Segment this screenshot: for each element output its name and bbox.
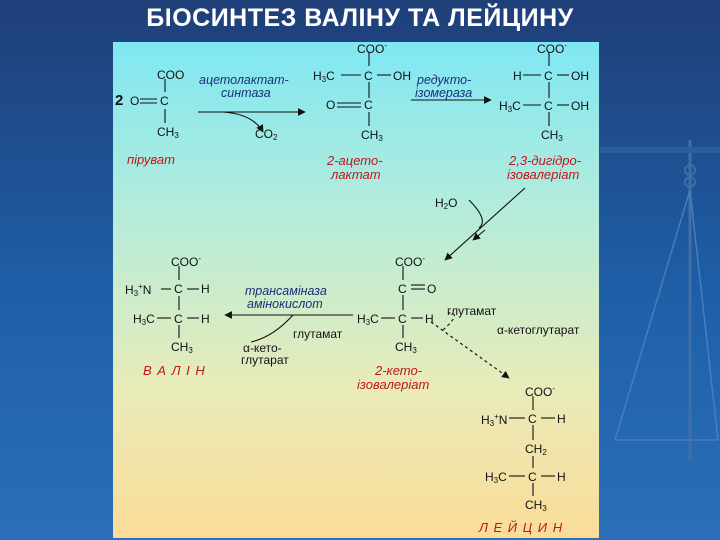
enzyme-reductoisomerase-1: редукто- bbox=[417, 73, 472, 87]
dihydroxy-h3c: H3C bbox=[499, 99, 521, 114]
valine-c1: C bbox=[174, 282, 183, 296]
label-keto-2: ізовалеріат bbox=[357, 377, 430, 392]
co2-label: CO2 bbox=[255, 127, 278, 142]
bond-lines bbox=[140, 52, 569, 496]
dihydroxy-c1: C bbox=[544, 69, 553, 83]
acetolactate-h3c: H3C bbox=[313, 69, 335, 84]
leucine-h3c: H3C bbox=[485, 470, 507, 485]
keto-ch3: CH3 bbox=[395, 340, 417, 355]
dihydroxy-oh1: OH bbox=[571, 69, 589, 83]
valine-h1: H bbox=[201, 282, 210, 296]
keto-h3c: H3C bbox=[357, 312, 379, 327]
stoich-2: 2 bbox=[115, 92, 124, 109]
keto-o: O bbox=[427, 282, 437, 296]
acetolactate-oh: OH bbox=[393, 69, 411, 83]
dihydroxy-coo: COO- bbox=[537, 41, 568, 56]
keto-coo: COO- bbox=[395, 254, 426, 269]
pyruvate-ch3: CH3 bbox=[157, 125, 179, 140]
keto-c1: C bbox=[398, 282, 407, 296]
dihydroxy-ch3: CH3 bbox=[541, 128, 563, 143]
label-dihydroxy-1: 2,3-дигідро- bbox=[509, 153, 582, 168]
leucine-ch3: CH3 bbox=[525, 498, 547, 513]
valine-c2: C bbox=[174, 312, 183, 326]
dihydroxy-oh2: OH bbox=[571, 99, 589, 113]
enzyme-reductoisomerase-2: ізомераза bbox=[415, 86, 473, 100]
acetolactate-coo: COO- bbox=[357, 41, 388, 56]
leucine-h1: H bbox=[557, 412, 566, 426]
leucine-c1: C bbox=[528, 412, 537, 426]
label-dihydroxy-2: ізовалеріат bbox=[507, 167, 580, 182]
valine-coo: COO- bbox=[171, 254, 202, 269]
scale-decoration-icon bbox=[600, 140, 720, 460]
ketoglutarate-leucine: α-кетоглутарат bbox=[497, 323, 580, 337]
leucine-h2: H bbox=[557, 470, 566, 484]
valine-ch3: CH3 bbox=[171, 340, 193, 355]
leucine-c2: C bbox=[528, 470, 537, 484]
leucine-h3n: H3+N bbox=[481, 412, 508, 428]
h2o-label: H2O bbox=[435, 196, 458, 211]
glutamate-valine: глутамат bbox=[293, 327, 343, 341]
label-pyruvate: піруват bbox=[127, 152, 175, 167]
acetolactate-o: O bbox=[326, 98, 336, 112]
pyruvate-coo: COO bbox=[157, 68, 185, 82]
valine-h3n: H3+N bbox=[125, 282, 152, 298]
glutamate-leucine: глутамат bbox=[447, 304, 497, 318]
label-leucine: Л Е Й Ц И Н bbox=[479, 520, 564, 535]
dihydroxy-h: H bbox=[513, 69, 522, 83]
keto-h: H bbox=[425, 312, 434, 326]
label-acetolactate-2: лактат bbox=[331, 167, 381, 182]
ketoglutarate-valine-2: глутарат bbox=[241, 353, 289, 367]
pyruvate-o: O bbox=[130, 94, 140, 108]
enzyme-synthase-line1: ацетолактат- bbox=[199, 73, 289, 87]
label-valine: В А Л І Н bbox=[143, 363, 206, 378]
leucine-ch2: CH2 bbox=[525, 442, 547, 457]
page-title: БІОСИНТЕЗ ВАЛІНУ ТА ЛЕЙЦИНУ bbox=[146, 4, 574, 32]
enzyme-transaminase-2: амінокислот bbox=[247, 297, 323, 311]
enzyme-transaminase-1: трансаміназа bbox=[245, 284, 327, 298]
keto-c2: C bbox=[398, 312, 407, 326]
acetolactate-ch3: CH3 bbox=[361, 128, 383, 143]
acetolactate-c2: C bbox=[364, 98, 373, 112]
valine-h3c: H3C bbox=[133, 312, 155, 327]
acetolactate-c1: C bbox=[364, 69, 373, 83]
leucine-coo: COO- bbox=[525, 384, 556, 399]
ketoglutarate-valine-1: α-кето- bbox=[243, 341, 282, 355]
enzyme-synthase-line2: синтаза bbox=[221, 86, 271, 100]
pyruvate-c: C bbox=[160, 94, 169, 108]
dihydroxy-c2: C bbox=[544, 99, 553, 113]
valine-h2: H bbox=[201, 312, 210, 326]
diagram-panel: COO 2 O C CH3 піруват ацетолактат- синта… bbox=[113, 42, 599, 538]
label-acetolactate-1: 2-ацето- bbox=[327, 153, 383, 168]
label-keto-1: 2-кето- bbox=[375, 363, 423, 378]
